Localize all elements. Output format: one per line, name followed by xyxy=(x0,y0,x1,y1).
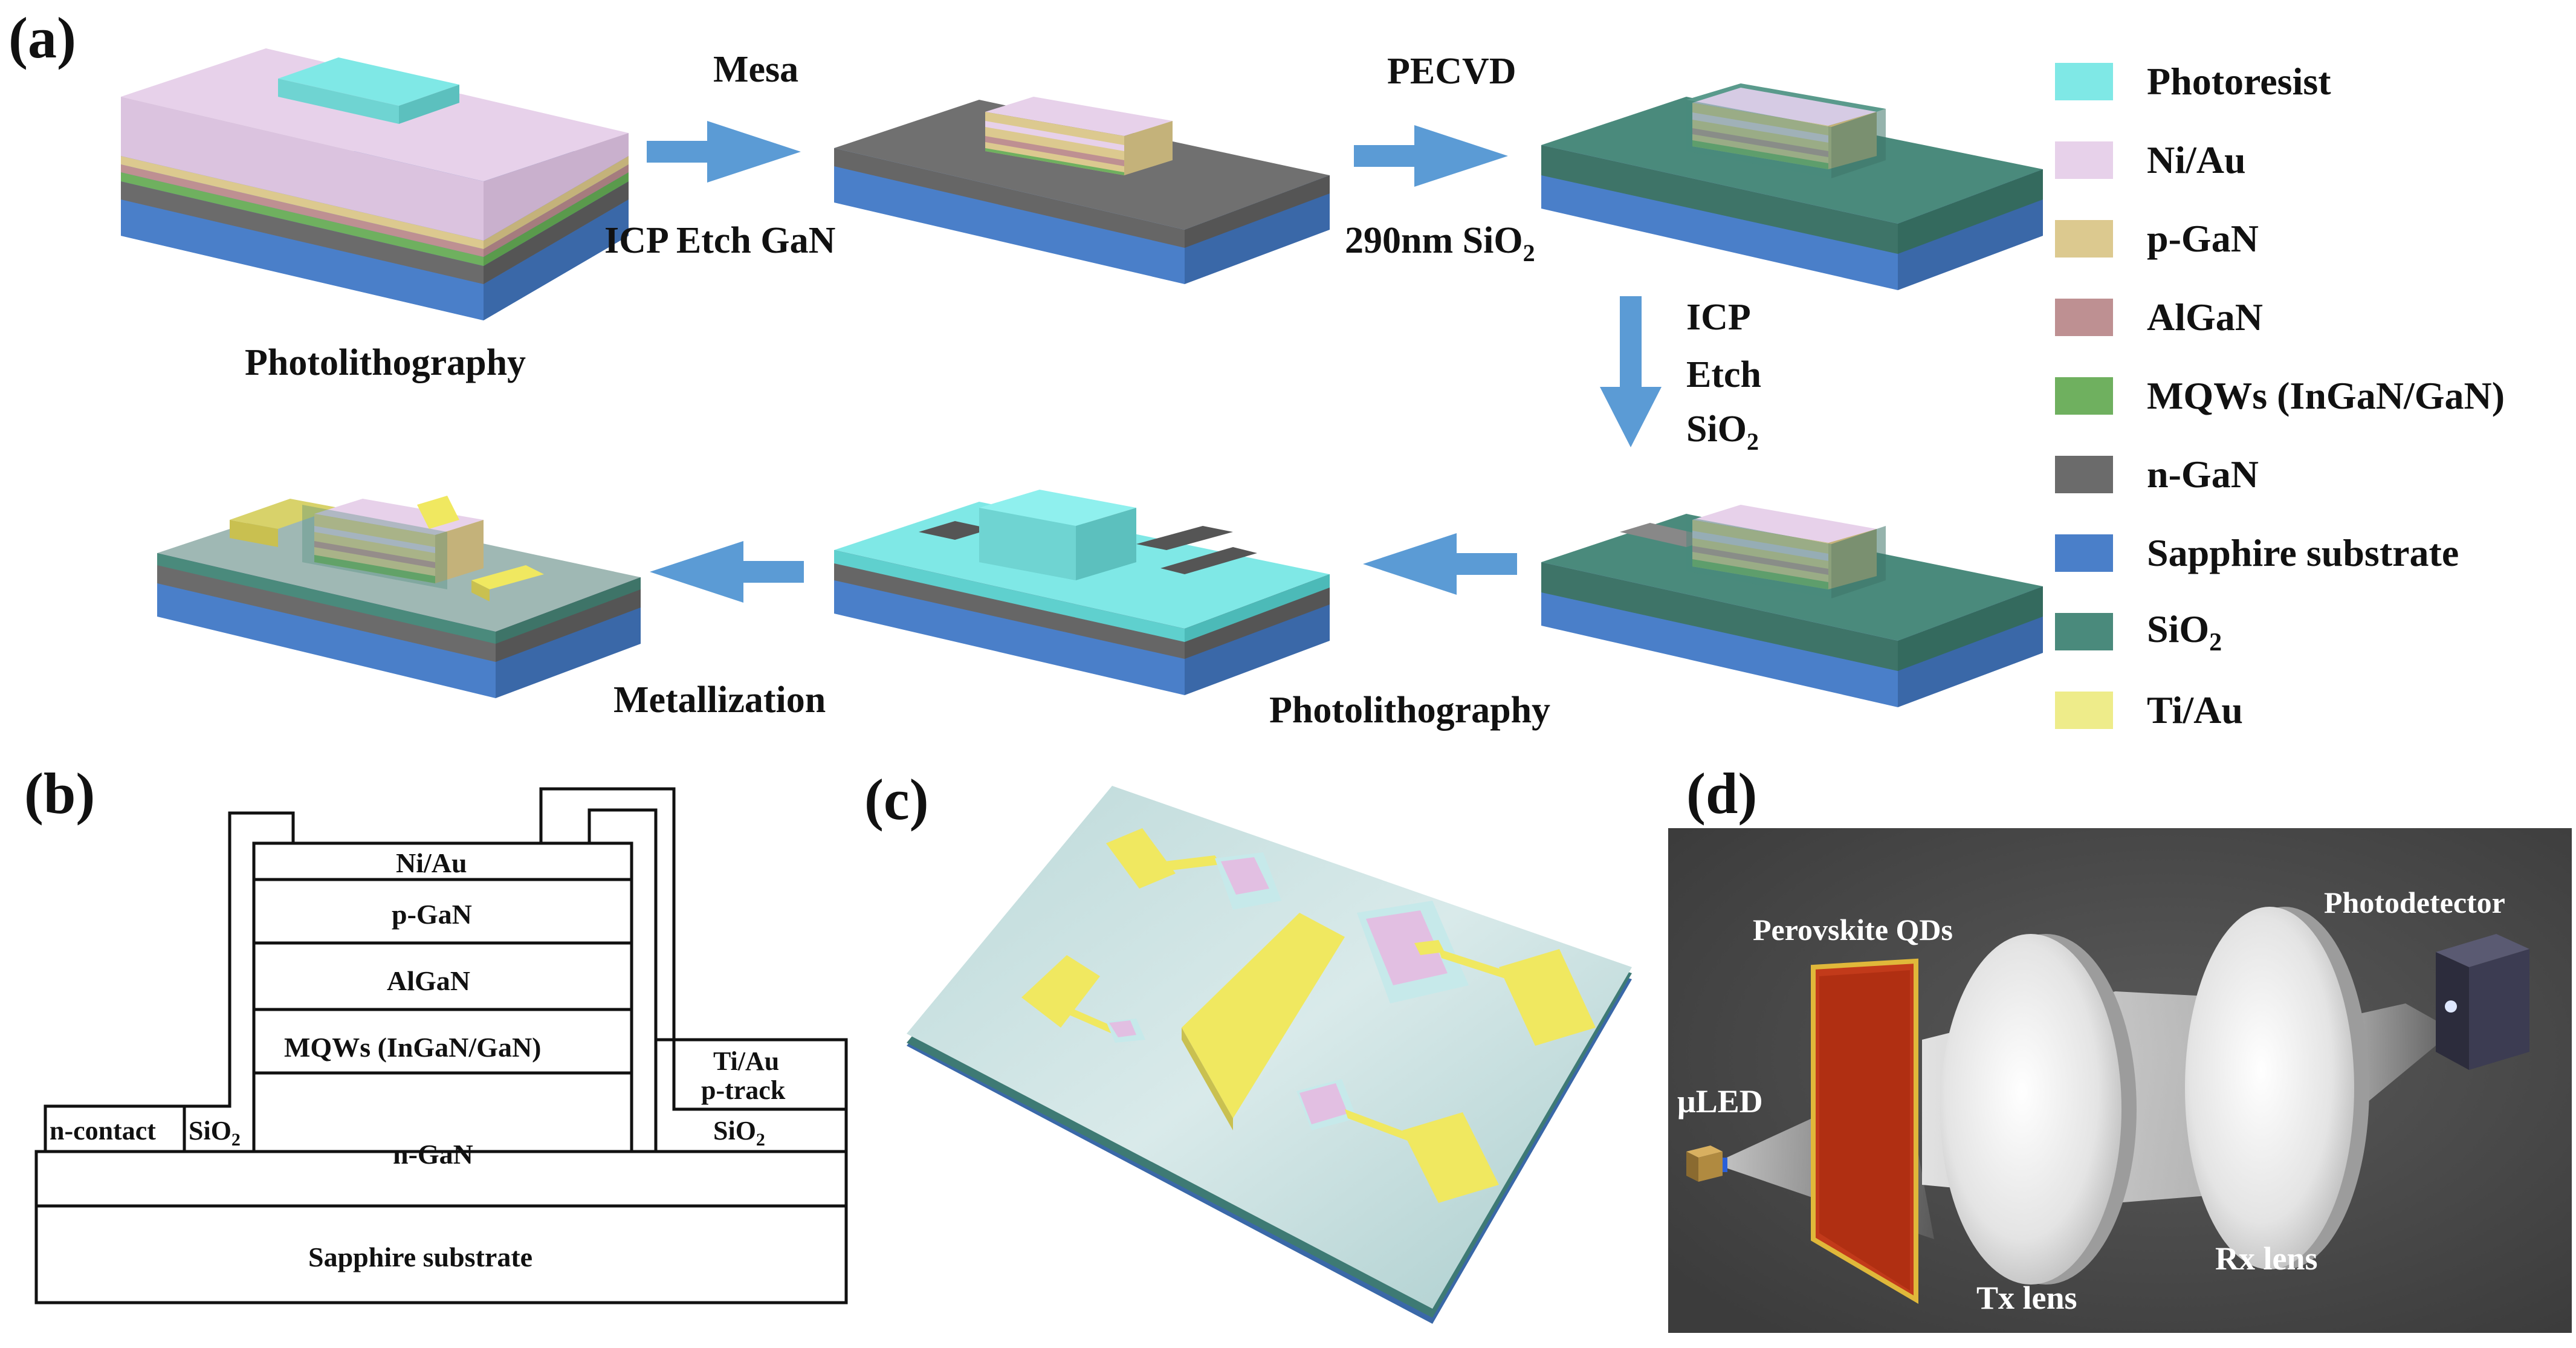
d-label-tx-lens: Tx lens xyxy=(1976,1280,2077,1316)
legend-item: Ti/Au xyxy=(2055,671,2575,750)
step-290nm-sio2: 290nm SiO2 xyxy=(1345,220,1535,267)
legend-item: SiO2 xyxy=(2055,592,2575,671)
arrow-step2-to-step3 xyxy=(1354,125,1508,187)
d-label-photodetector: Photodetector xyxy=(2324,886,2505,919)
panel-c-chip xyxy=(907,786,1632,1324)
arrow-step1-to-step2 xyxy=(647,121,801,183)
legend-label-text: n-GaN xyxy=(2147,453,2259,496)
step3-wafer xyxy=(1541,83,2043,290)
panel-label-a: (a) xyxy=(8,5,76,70)
legend-swatch xyxy=(2055,377,2113,415)
step4-wafer xyxy=(1541,505,2043,707)
b-label-p-gan: p-GaN xyxy=(392,899,472,930)
step-icp-line2: Etch xyxy=(1686,354,1761,395)
b-label-sapphire: Sapphire substrate xyxy=(308,1242,532,1272)
b-label-p-track: p-track xyxy=(701,1075,786,1105)
legend-item: p-GaN xyxy=(2055,199,2575,278)
panel-label-b: (b) xyxy=(24,761,95,826)
legend-label: SiO2 xyxy=(2147,607,2222,657)
legend-label-text: Ti/Au xyxy=(2147,689,2243,731)
b-label-ti-au: Ti/Au xyxy=(713,1046,779,1076)
legend-label: Photoresist xyxy=(2147,59,2331,104)
legend-item: AlGaN xyxy=(2055,278,2575,357)
legend-label: Ni/Au xyxy=(2147,138,2246,183)
b-label-algan: AlGaN xyxy=(387,965,470,996)
legend-label-text: AlGaN xyxy=(2147,296,2263,339)
b-ngan-base xyxy=(34,1150,848,1208)
arrow-step3-to-step4 xyxy=(1600,296,1662,447)
c-pad-3 xyxy=(1021,955,1100,1028)
legend-item: n-GaN xyxy=(2055,435,2575,514)
step6-wafer xyxy=(157,496,641,698)
legend-label-text: p-GaN xyxy=(2147,217,2259,260)
step-mesa: Mesa xyxy=(713,49,798,90)
c-pad-2 xyxy=(1499,949,1596,1046)
legend-label-text: MQWs (InGaN/GaN) xyxy=(2147,374,2505,417)
b-label-ni-au: Ni/Au xyxy=(396,847,467,878)
c-pad-4 xyxy=(1402,1112,1499,1203)
b-label-sio2-left: SiO2 xyxy=(189,1116,241,1150)
legend-label: MQWs (InGaN/GaN) xyxy=(2147,374,2505,418)
step-icp-etch-gan: ICP Etch GaN xyxy=(604,220,835,261)
legend-label-text: Photoresist xyxy=(2147,60,2331,103)
legend-item: Photoresist xyxy=(2055,42,2575,121)
b-label-mqws: MQWs (InGaN/GaN) xyxy=(284,1032,542,1063)
legend-label-subscript: 2 xyxy=(2209,628,2222,656)
d-label-perovskite: Perovskite QDs xyxy=(1753,913,1953,947)
arrow-step5-to-step6 xyxy=(650,541,804,603)
tx-lens xyxy=(1940,934,2137,1285)
b-label-n-contact: n-contact xyxy=(50,1116,156,1145)
legend-label: AlGaN xyxy=(2147,295,2263,340)
legend-label: Sapphire substrate xyxy=(2147,531,2459,575)
legend-swatch xyxy=(2055,299,2113,336)
c-pad-1 xyxy=(1106,828,1176,889)
step-icp-line3: SiO2 xyxy=(1686,409,1759,455)
uled-chip xyxy=(1686,1145,1727,1182)
step-metallization: Metallization xyxy=(613,679,826,721)
legend-label-text: SiO xyxy=(2147,607,2210,650)
b-label-n-gan: n-GaN xyxy=(393,1139,473,1170)
d-label-uled: μLED xyxy=(1677,1083,1763,1120)
legend-swatch xyxy=(2055,692,2113,729)
legend-label: Ti/Au xyxy=(2147,688,2243,733)
legend-label-text: Sapphire substrate xyxy=(2147,531,2459,574)
step-photolithography-2: Photolithography xyxy=(1269,690,1550,731)
legend-item: Sapphire substrate xyxy=(2055,514,2575,592)
step2-wafer xyxy=(834,97,1330,284)
panel-d-scene xyxy=(1668,828,2572,1333)
legend-swatch xyxy=(2055,141,2113,179)
legend-swatch xyxy=(2055,63,2113,100)
step-icp-line1: ICP xyxy=(1686,297,1751,338)
photodetector-box xyxy=(2436,934,2529,1070)
legend-item: MQWs (InGaN/GaN) xyxy=(2055,357,2575,435)
c-long-pad xyxy=(1182,913,1345,1118)
rx-lens xyxy=(2185,907,2369,1269)
legend-swatch xyxy=(2055,220,2113,258)
legend-swatch xyxy=(2055,456,2113,493)
legend-label: p-GaN xyxy=(2147,216,2259,261)
b-label-sio2-right: SiO2 xyxy=(713,1116,765,1150)
legend-label: n-GaN xyxy=(2147,452,2259,497)
panel-label-c: (c) xyxy=(864,767,929,832)
d-label-rx-lens: Rx lens xyxy=(2215,1240,2318,1277)
step5-wafer xyxy=(834,490,1330,695)
legend-swatch xyxy=(2055,613,2113,650)
legend-label-text: Ni/Au xyxy=(2147,138,2246,181)
legend-swatch xyxy=(2055,534,2113,572)
step-photolithography-1: Photolithography xyxy=(245,342,526,383)
legend-item: Ni/Au xyxy=(2055,121,2575,199)
step1-wafer xyxy=(121,48,629,320)
step-pecvd: PECVD xyxy=(1387,51,1516,92)
panel-label-d: (d) xyxy=(1686,761,1757,826)
arrow-step4-to-step5 xyxy=(1363,533,1517,595)
panel-b-cross-section xyxy=(34,787,848,1304)
